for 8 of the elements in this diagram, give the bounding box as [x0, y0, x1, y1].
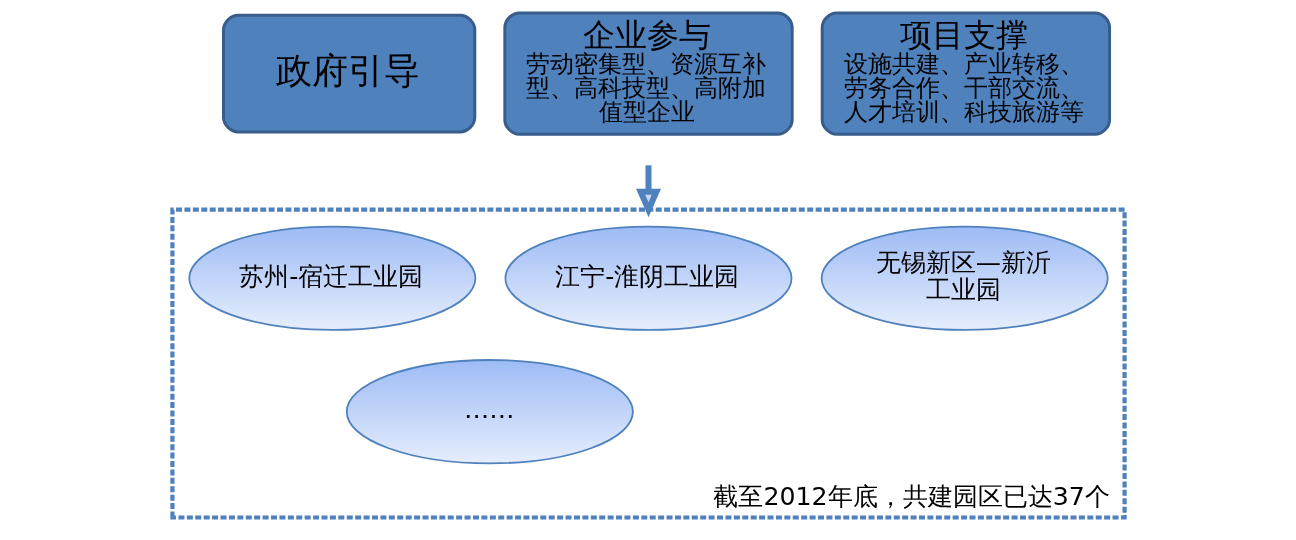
arrow — [635, 165, 661, 218]
node-box: 企业参与 劳动密集型、资源互补型、高科技型、高附加值型企业 — [502, 11, 794, 136]
node-box: 政府引导 — [221, 13, 476, 134]
node-ellipse: 无锡新区—新沂工业园 — [820, 225, 1109, 331]
node-box: 项目支撑 设施共建、产业转移、劳务合作、干部交流、人才培训、科技旅游等 — [820, 11, 1111, 136]
node-ellipse: 苏州-宿迁工业园 — [187, 225, 476, 331]
node-ellipse: 江宁-淮阴工业园 — [504, 225, 792, 331]
node-ellipse: …… — [345, 359, 634, 465]
